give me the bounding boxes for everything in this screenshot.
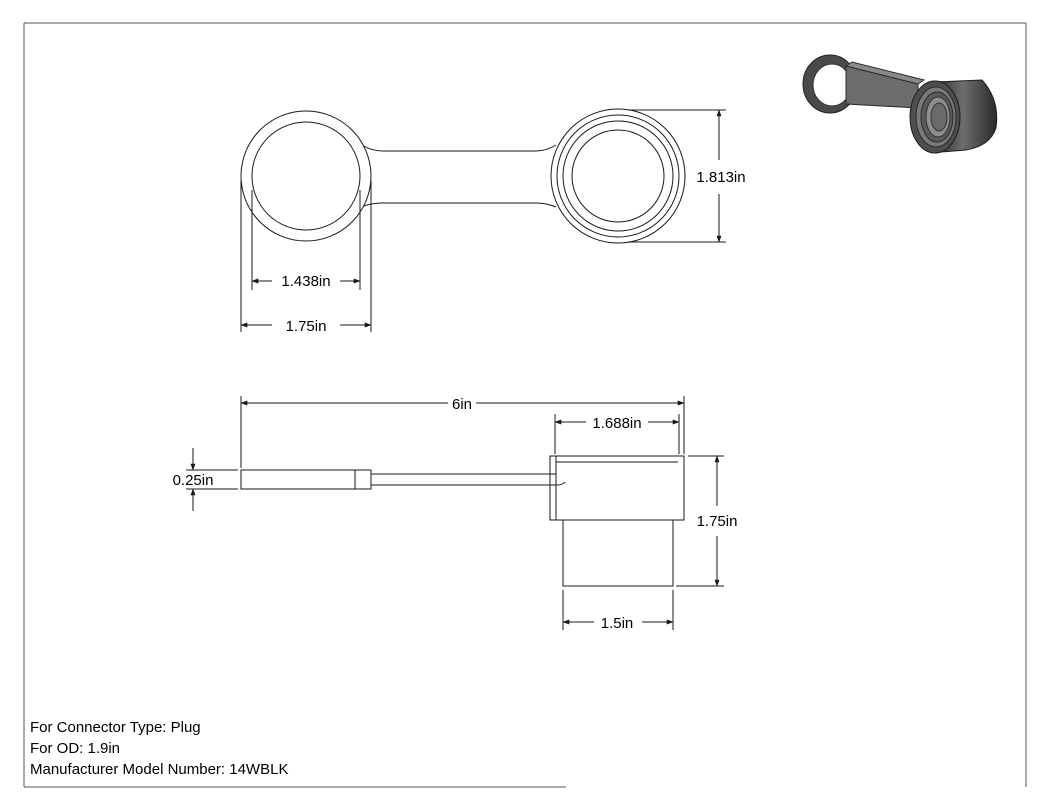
model-number-text: Manufacturer Model Number: 14WBLK: [30, 761, 289, 778]
dim-overall-length-label: 6in: [452, 396, 472, 413]
dim-cap-height-side-label: 1.75in: [697, 513, 738, 530]
dim-cap-outer-label: 1.688in: [592, 415, 641, 432]
od-text: For OD: 1.9in: [30, 740, 121, 757]
cap-inner-circle: [571, 129, 665, 223]
dim-cap-height-top-label: 1.813in: [696, 169, 745, 186]
strap-top-edge: [363, 144, 557, 152]
sheet-border: [23, 22, 1027, 788]
ring-outer-circle: [240, 110, 372, 242]
connector-type-text: For Connector Type: Plug: [30, 719, 201, 736]
strap-tab: [240, 469, 372, 490]
cap-outer-circle: [550, 108, 686, 244]
strap-bottom-edge: [363, 202, 557, 208]
cap-ring-3: [562, 120, 674, 232]
strap-side-bottom: [371, 481, 566, 486]
ring-inner-circle: [251, 121, 361, 231]
cap-upper-body: [549, 455, 685, 521]
cap-lower-body: [562, 519, 674, 587]
side-view: [240, 455, 685, 587]
cap-ring-2: [556, 114, 680, 238]
title-block: For Connector Type: Plug For OD: 1.9in M…: [30, 717, 570, 780]
dim-ring-outer-label: 1.75in: [286, 318, 327, 335]
dim-cap-base-label: 1.5in: [601, 615, 634, 632]
top-view: [240, 108, 686, 244]
side-view-dimensions: [186, 396, 724, 630]
dim-strap-thickness-label: 0.25in: [173, 472, 214, 489]
top-view-dimensions: [240, 109, 726, 332]
dim-ring-inner-label: 1.438in: [281, 273, 330, 290]
isometric-render: [802, 54, 998, 154]
